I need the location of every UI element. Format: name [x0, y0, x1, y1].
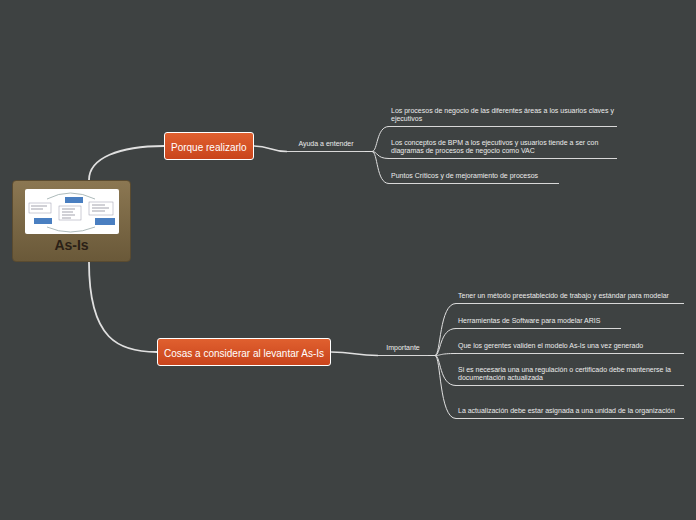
- leaf-topic: La actualización debe estar asignada a u…: [456, 407, 684, 419]
- leaf-topic: Puntos Críticos y de mejoramiento de pro…: [389, 172, 559, 184]
- topic-text: Herramientas de Software para modelar AR…: [458, 317, 619, 325]
- sub-topic: Importante: [378, 344, 428, 356]
- main-topic: Porque realizarlo: [164, 132, 254, 160]
- leaf-topic: Tener un método preestablecido de trabaj…: [456, 292, 684, 304]
- topic-text: Que los gerentes validen el modelo As-Is…: [458, 342, 682, 350]
- branch-line: [428, 356, 456, 386]
- thumbnail-illustration: [25, 189, 119, 234]
- topic-text: As-Is: [13, 237, 130, 253]
- leaf-topic: Si es necesaria una una regulación o cer…: [456, 366, 684, 386]
- branch-line: [365, 127, 389, 152]
- topic-text: Importante: [380, 344, 426, 352]
- leaf-topic: Que los gerentes validen el modelo As-Is…: [456, 342, 684, 354]
- leaf-topic: Herramientas de Software para modelar AR…: [456, 317, 621, 329]
- topic-text: La actualización debe estar asignada a u…: [458, 407, 682, 415]
- topic-text: Cosas a considerar al levantar As-Is: [164, 348, 324, 359]
- leaf-topic: Los conceptos de BPM a los ejecutivos y …: [389, 139, 617, 159]
- topic-text: Los procesos de negocio de las diferente…: [391, 107, 615, 123]
- branch-line: [254, 146, 287, 152]
- branch-line: [89, 262, 157, 352]
- branch-line: [428, 356, 456, 419]
- sub-topic: Ayuda a entender: [287, 140, 365, 152]
- branch-line: [89, 146, 164, 180]
- branch-line: [365, 152, 389, 184]
- main-topic: Cosas a considerar al levantar As-Is: [157, 338, 331, 366]
- branch-line: [428, 304, 456, 356]
- topic-text: Si es necesaria una una regulación o cer…: [458, 366, 682, 382]
- topic-text: Tener un método preestablecido de trabaj…: [458, 292, 682, 300]
- branch-line: [365, 152, 389, 159]
- topic-text: Puntos Críticos y de mejoramiento de pro…: [391, 172, 557, 180]
- topic-text: Los conceptos de BPM a los ejecutivos y …: [391, 139, 615, 155]
- topic-text: Ayuda a entender: [289, 140, 363, 148]
- central-topic: As-Is: [12, 180, 131, 262]
- branch-line: [331, 352, 378, 356]
- leaf-topic: Los procesos de negocio de las diferente…: [389, 107, 617, 127]
- branch-line: [428, 329, 456, 356]
- topic-text: Porque realizarlo: [171, 142, 247, 153]
